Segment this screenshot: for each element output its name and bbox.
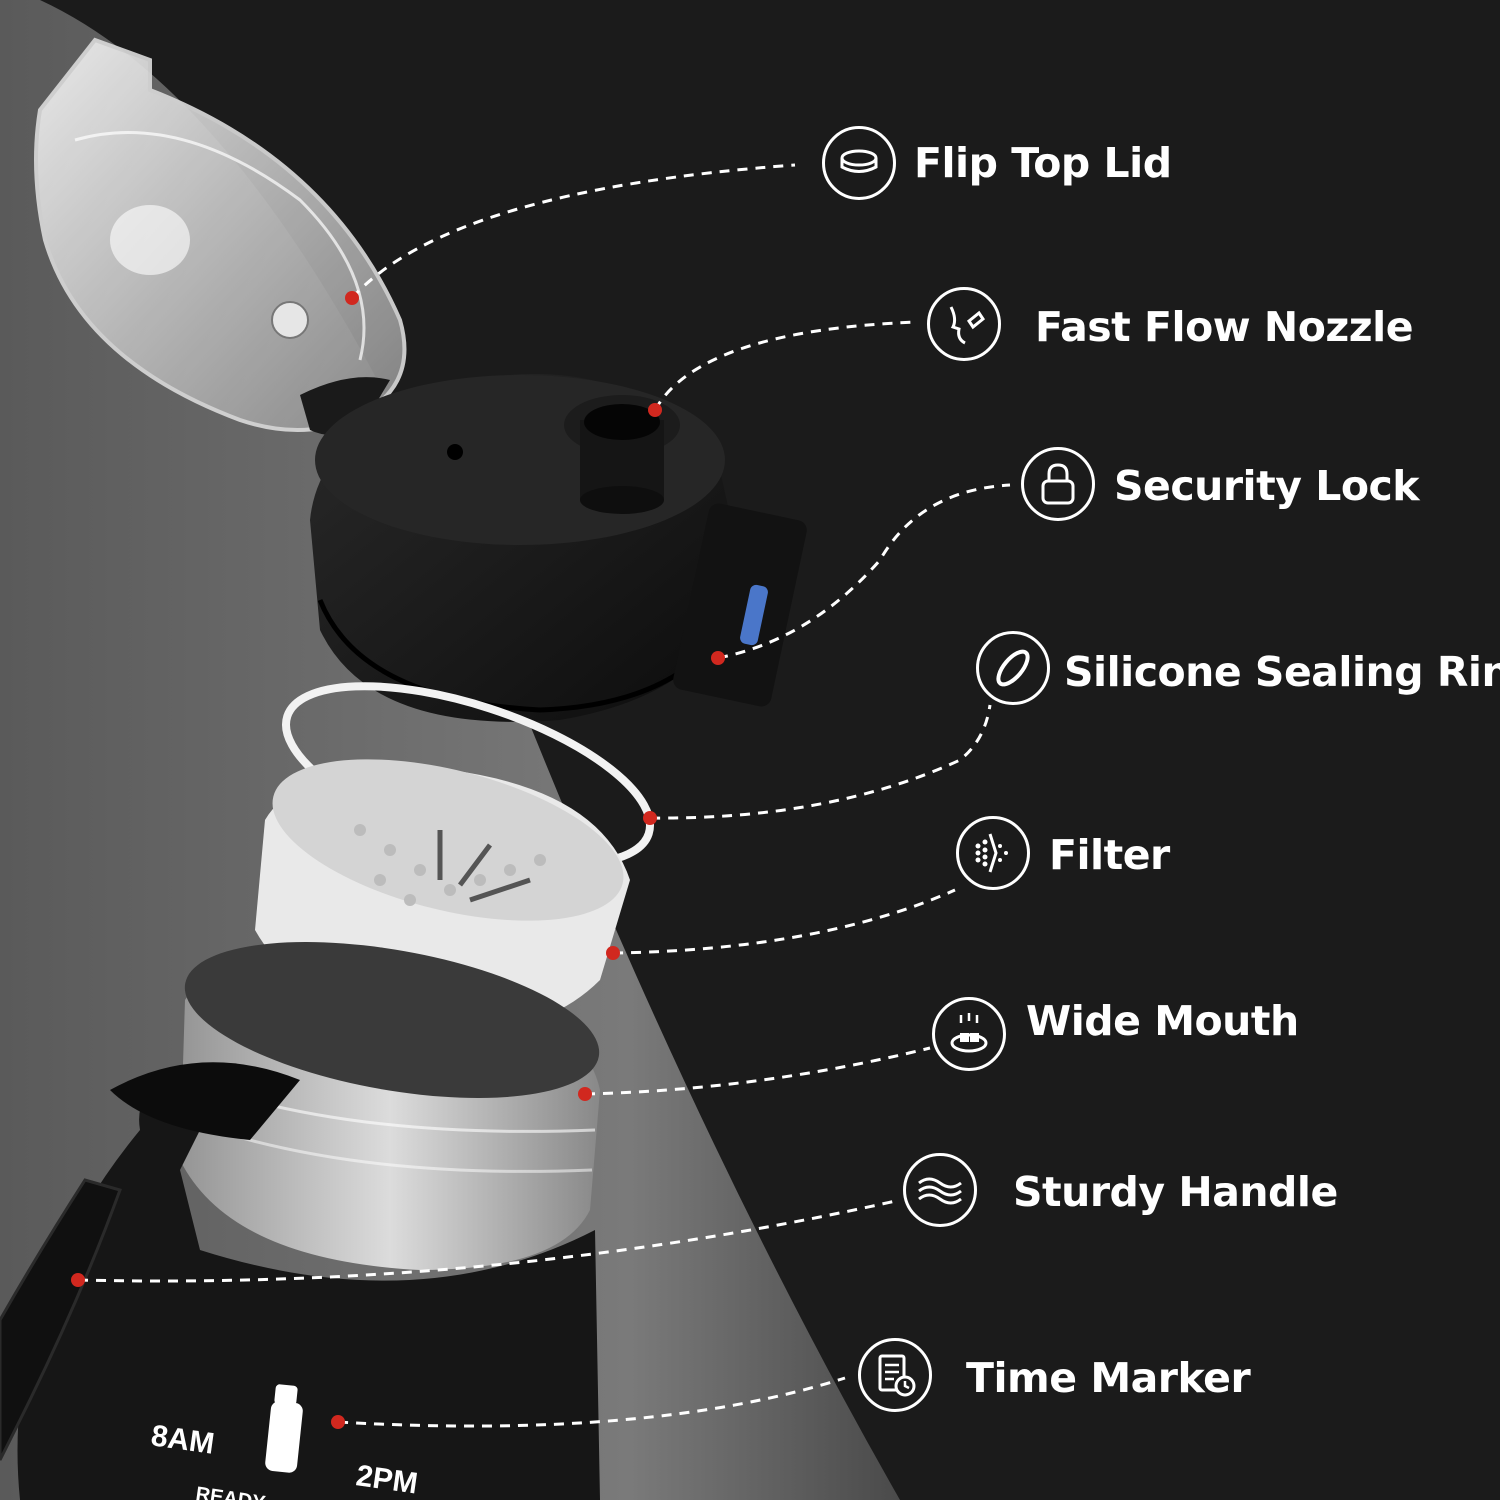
callout-dots (71, 291, 725, 1429)
marker-time-2pm: 2PM (354, 1459, 420, 1500)
dot-nozzle (648, 403, 662, 417)
bottle-body (0, 1062, 600, 1500)
woven-strap-icon (903, 1153, 977, 1227)
filter-icon (956, 816, 1030, 890)
label-wide-mouth: Wide Mouth (1026, 997, 1299, 1045)
ring-icon (976, 631, 1050, 705)
label-filter: Filter (1049, 831, 1170, 879)
label-sturdy-handle: Sturdy Handle (1013, 1168, 1338, 1216)
dot-filter (606, 946, 620, 960)
marker-bottle-glyph (265, 1384, 303, 1473)
ice-cubes-icon (932, 997, 1006, 1071)
dot-handle (71, 1273, 85, 1287)
flip-top-lid (34, 37, 407, 435)
drinking-face-icon (927, 287, 1001, 361)
wide-mouth (180, 942, 600, 1270)
label-fast-flow-nozzle: Fast Flow Nozzle (1035, 303, 1414, 351)
clock-document-icon (858, 1338, 932, 1412)
label-flip-top-lid: Flip Top Lid (914, 139, 1172, 187)
dot-flip-top-lid (345, 291, 359, 305)
label-time-marker: Time Marker (966, 1354, 1251, 1402)
dot-ring (643, 811, 657, 825)
lid-icon (822, 126, 896, 200)
label-security-lock: Security Lock (1114, 462, 1420, 510)
padlock-icon (1021, 447, 1095, 521)
cap (310, 374, 807, 722)
callout-lines (77, 163, 1011, 1428)
dot-mouth (578, 1087, 592, 1101)
dot-lock (711, 651, 725, 665)
label-silicone-sealing-ring: Silicone Sealing Ring (1064, 648, 1500, 696)
dot-time-marker (331, 1415, 345, 1429)
